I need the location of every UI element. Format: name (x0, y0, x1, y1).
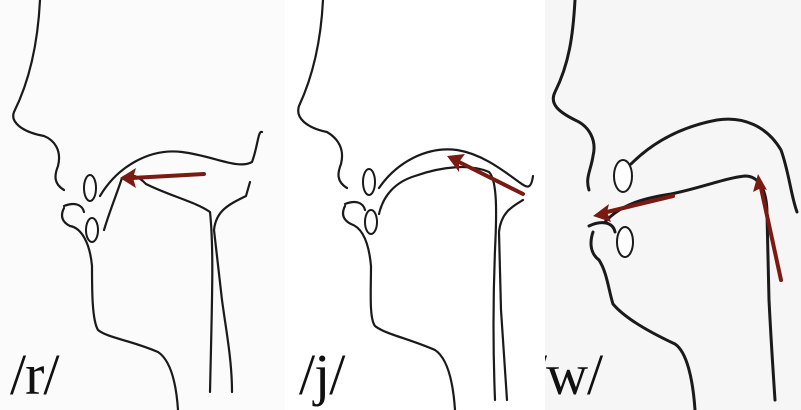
lower-teeth (365, 210, 377, 234)
jaw (591, 232, 695, 410)
tongue (605, 176, 775, 400)
upper-teeth (84, 175, 96, 201)
palate (100, 132, 262, 196)
upper-teeth (614, 160, 632, 192)
tongue (104, 175, 212, 392)
phoneme-label-w: /w/ (545, 346, 602, 404)
lip-gap (345, 202, 365, 210)
upper-teeth (363, 169, 375, 195)
lower-teeth (86, 218, 98, 242)
arrow-shaft (761, 188, 781, 280)
tongue (379, 167, 496, 400)
panel-r: /r/ (0, 0, 285, 410)
panel-w: /w/ (545, 0, 801, 410)
pharynx-back (499, 200, 523, 400)
arrow-shaft (607, 196, 673, 212)
airflow-arrow-w-lips (593, 196, 673, 222)
panel-j: /j/ (287, 0, 545, 410)
face-profile (13, 0, 64, 190)
pharynx-back (214, 182, 250, 392)
lower-teeth (617, 227, 633, 257)
face-profile (553, 0, 594, 190)
airflow-arrow-r (120, 168, 204, 188)
phoneme-label-j: /j/ (299, 346, 344, 404)
face-profile (298, 0, 347, 188)
phoneme-label-r: /r/ (10, 346, 59, 404)
jaw (343, 206, 455, 410)
arrow-shaft (132, 174, 204, 178)
jaw (62, 208, 178, 410)
lip-gap (64, 204, 84, 212)
